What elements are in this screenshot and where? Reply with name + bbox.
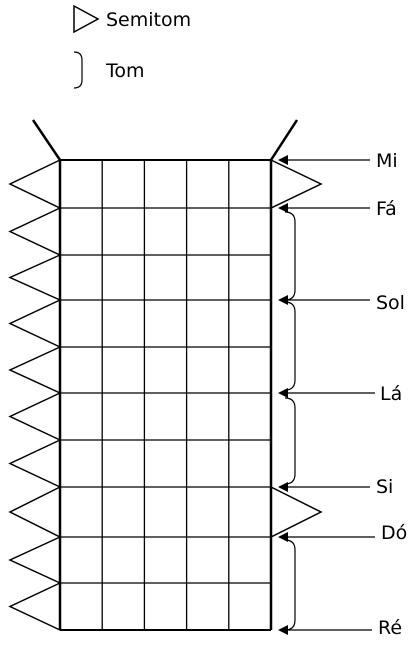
left-semitone-triangles	[8, 158, 61, 632]
note-label-mi: Mi	[376, 150, 398, 172]
note-label-do: Dó	[381, 522, 407, 544]
legend: Semitom Tom	[73, 4, 191, 89]
tone-brace-fa-sol	[284, 211, 296, 301]
left-semitone-triangle	[8, 158, 61, 210]
semitone-triangle-si-do	[270, 485, 323, 539]
right-interval-markers	[270, 158, 323, 631]
tone-brace-la-si	[284, 397, 296, 485]
note-arrow-head	[278, 532, 288, 542]
left-semitone-triangle	[8, 485, 61, 539]
nut-post-left	[31, 119, 62, 161]
note-arrow-head	[278, 203, 288, 213]
left-semitone-triangle	[8, 581, 61, 632]
note-label-re: Ré	[378, 617, 402, 639]
left-semitone-triangle	[8, 253, 61, 302]
tone-brace-do-re	[284, 539, 296, 631]
note-arrow-head	[278, 155, 288, 165]
note-arrow-head	[278, 388, 288, 398]
left-semitone-triangle	[8, 391, 61, 442]
nut-posts	[31, 119, 299, 161]
note-label-la: Lá	[380, 383, 402, 405]
left-semitone-triangle	[8, 535, 61, 585]
note-label-si: Si	[376, 476, 393, 498]
note-arrow-head	[278, 625, 288, 635]
tone-legend-label: Tom	[105, 60, 145, 82]
semitone-legend-label: Semitom	[106, 9, 191, 31]
fretboard-grid	[58, 159, 273, 631]
nut-post-right	[269, 119, 299, 161]
left-semitone-triangle	[8, 206, 61, 257]
note-labels: Mi Fá Sol Lá Si Dó Ré	[376, 150, 407, 639]
note-arrow-head	[278, 482, 288, 492]
tone-legend-icon	[73, 51, 83, 89]
semitone-legend-icon	[73, 4, 100, 34]
tone-brace-sol-la	[284, 301, 296, 391]
semitone-triangle-mi-fa	[270, 158, 323, 210]
left-semitone-triangle	[8, 438, 61, 489]
note-arrow-head	[278, 295, 288, 305]
note-arrows	[278, 155, 375, 635]
note-label-sol: Sol	[376, 292, 405, 314]
left-semitone-triangle	[8, 345, 61, 395]
note-label-fa: Fá	[376, 198, 397, 220]
left-semitone-triangle	[8, 298, 61, 349]
